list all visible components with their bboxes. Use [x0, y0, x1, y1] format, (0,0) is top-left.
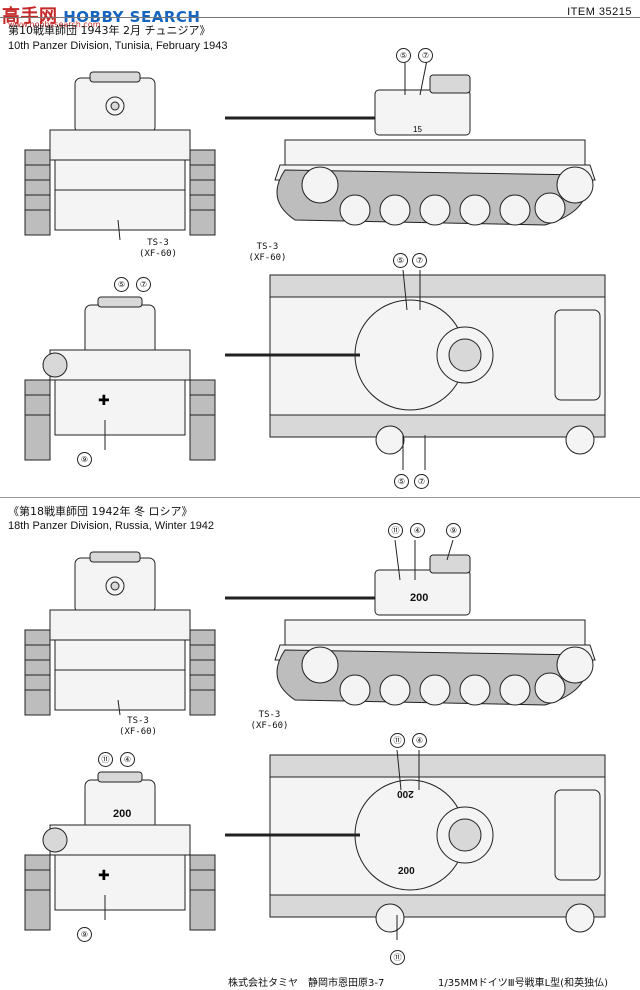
section-1-top-view: [225, 269, 606, 470]
section-2-side-view: [225, 539, 596, 706]
section-1-front-paint-label: TS-3 (XF-60): [139, 238, 177, 259]
section-2-rear-callout-9: ⑨: [77, 927, 92, 942]
section-1-side-callout-7: ⑦: [418, 48, 433, 63]
section-2-rear-callout-4: ④: [120, 752, 135, 767]
svg-text:✚: ✚: [98, 393, 110, 409]
item-number: ITEM 35215: [567, 6, 632, 18]
section-2-top-paint-label: TS-3 (XF-60): [250, 710, 289, 731]
section-divider: [0, 497, 640, 498]
section-2-top-view: [225, 749, 606, 940]
footer-product: 1/35MMドイツⅢ号戦車L型(和英独仏): [438, 978, 608, 989]
section-1-rear-callout-9: ⑨: [77, 452, 92, 467]
section-1-side-view: 15: [225, 59, 596, 226]
section-2-top-callout-4: ④: [412, 733, 427, 748]
section-1-top-paint-label: TS-3 (XF-60): [248, 242, 287, 263]
section-1-top-bottom-callout-5: ⑤: [394, 474, 409, 489]
section-2-top-callout-11: ⑪: [390, 733, 405, 748]
section-2-rear-turret-number: 200: [113, 808, 132, 820]
section-2-top-bottom-callout-11: ⑪: [390, 950, 405, 965]
footer-company: 株式会社タミヤ 静岡市恩田原3-7: [228, 978, 385, 989]
section-1-top-callout-7: ⑦: [412, 253, 427, 268]
section-2-title-jp: 《第18戦車師団 1942年 冬 ロシア》: [8, 505, 193, 518]
section-2-front-paint-label: TS-3 (XF-60): [119, 716, 157, 737]
section-2-title-en: 18th Panzer Division, Russia, Winter 194…: [8, 520, 215, 532]
svg-text:✚: ✚: [98, 868, 110, 884]
header-rule: [0, 17, 640, 18]
section-1-front-view: [24, 71, 216, 241]
section-1-top-bottom-callout-7: ⑦: [414, 474, 429, 489]
svg-text:15: 15: [413, 125, 422, 134]
section-2-side-callout-4: ④: [410, 523, 425, 538]
section-1-rear-callout-5: ⑤: [114, 277, 129, 292]
watermark-url: www.hobbysearch.com: [8, 20, 101, 29]
section-2-side-callout-9: ⑨: [446, 523, 461, 538]
section-2-rear-callout-11: ⑪: [98, 752, 113, 767]
section-1-rear-view: ✚: [24, 296, 216, 461]
section-1-title-jp: 第10戦車師団 1943年 2月 チュニジア》: [8, 24, 211, 37]
section-2-side-callout-11: ⑪: [388, 523, 403, 538]
section-1-title-en: 10th Panzer Division, Tunisia, February …: [8, 40, 228, 52]
section-2-rear-view: ✚: [24, 771, 216, 931]
section-2-front-view: [24, 551, 216, 716]
section-2-top-turret-number-upper: 200: [397, 788, 414, 799]
section-1-top-callout-5: ⑤: [393, 253, 408, 268]
watermark-cn: 高手网: [2, 6, 58, 27]
section-2-side-turret-number: 200: [410, 592, 429, 604]
section-1-rear-callout-7: ⑦: [136, 277, 151, 292]
section-1-side-callout-5: ⑤: [396, 48, 411, 63]
section-2-top-turret-number-lower: 200: [398, 866, 415, 877]
